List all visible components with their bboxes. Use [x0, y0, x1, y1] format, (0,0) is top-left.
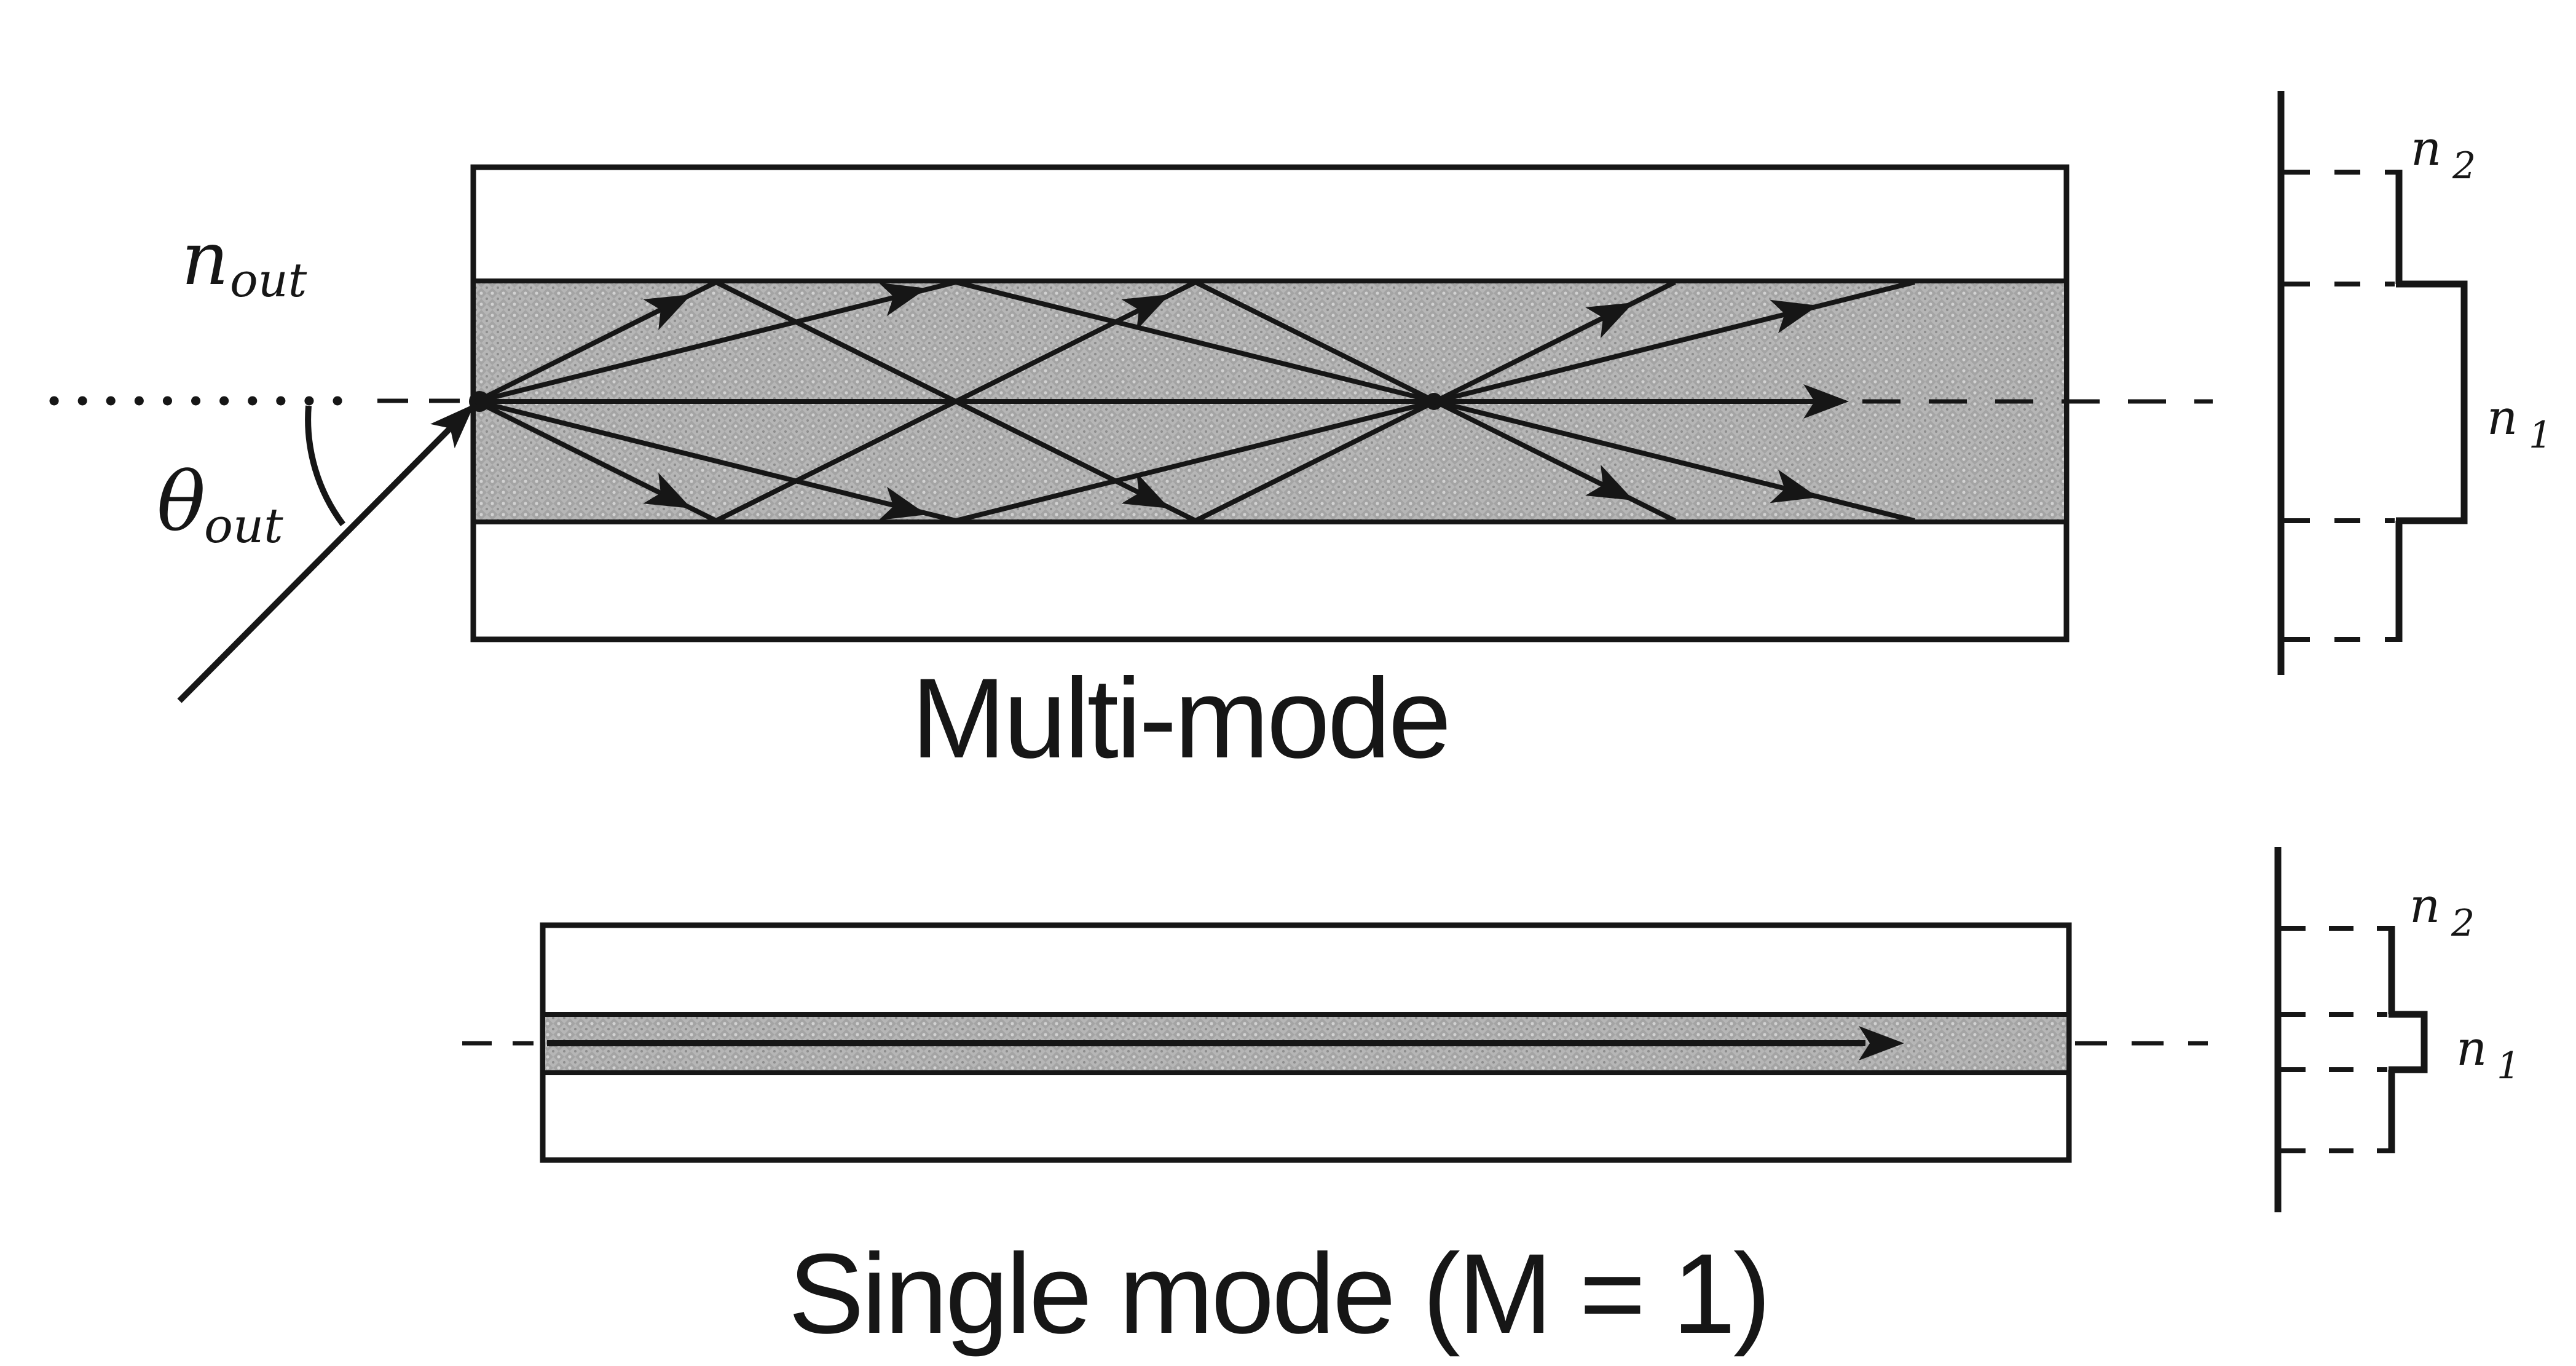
n2-label-top: n 2 — [2411, 121, 2476, 188]
n2-subscript: 2 — [2452, 144, 2476, 188]
singlemode-ray-arrow — [547, 1026, 1904, 1060]
multimode-rays — [475, 280, 1915, 523]
n1-core-step — [2396, 280, 2468, 524]
theta-out-subscript: out — [204, 499, 283, 554]
n1-subscript: 1 — [2529, 414, 2552, 457]
n2-subscript: 2 — [2451, 902, 2475, 945]
theta-out-label: θ out — [157, 455, 283, 554]
n1-base: n — [2487, 390, 2518, 446]
multimode-index-profile: n 2 n 1 — [2277, 91, 2552, 675]
n-out-base: n — [181, 216, 229, 302]
profile-step-outline-top — [2395, 170, 2468, 642]
shallow-ray-up-start — [476, 280, 1915, 523]
n1-subscript: 1 — [2497, 1044, 2520, 1088]
shallow-ray-down-start — [476, 280, 1915, 523]
n-out-label: n out — [181, 216, 307, 307]
theta-out-angle-arc — [305, 405, 346, 526]
singlemode-title: Single mode (M = 1) — [789, 1231, 1769, 1357]
n2-base: n — [2409, 878, 2440, 934]
n2-label-bottom: n 2 — [2409, 878, 2475, 945]
singlemode-index-profile: n 2 n 1 — [2274, 847, 2520, 1212]
n1-core-step — [2389, 1011, 2428, 1073]
multimode-title: Multi-mode — [912, 655, 1449, 782]
multimode-diagram: n out θ out — [49, 164, 2213, 782]
incoming-ray-arrow — [177, 392, 487, 703]
profile-dashed-levels-top — [2284, 170, 2397, 642]
n1-label-top: n 1 — [2487, 390, 2552, 457]
n2-base: n — [2411, 121, 2441, 176]
n1-label-bottom: n 1 — [2456, 1021, 2520, 1088]
n-out-subscript: out — [230, 253, 307, 307]
theta-out-base: θ — [157, 455, 205, 550]
n1-base: n — [2456, 1021, 2487, 1076]
profile-dashed-levels-bottom — [2281, 926, 2390, 1153]
profile-step-outline-bottom — [2388, 926, 2428, 1153]
singlemode-diagram: Single mode (M = 1) — [462, 922, 2208, 1357]
incoming-ray-line — [177, 425, 453, 703]
